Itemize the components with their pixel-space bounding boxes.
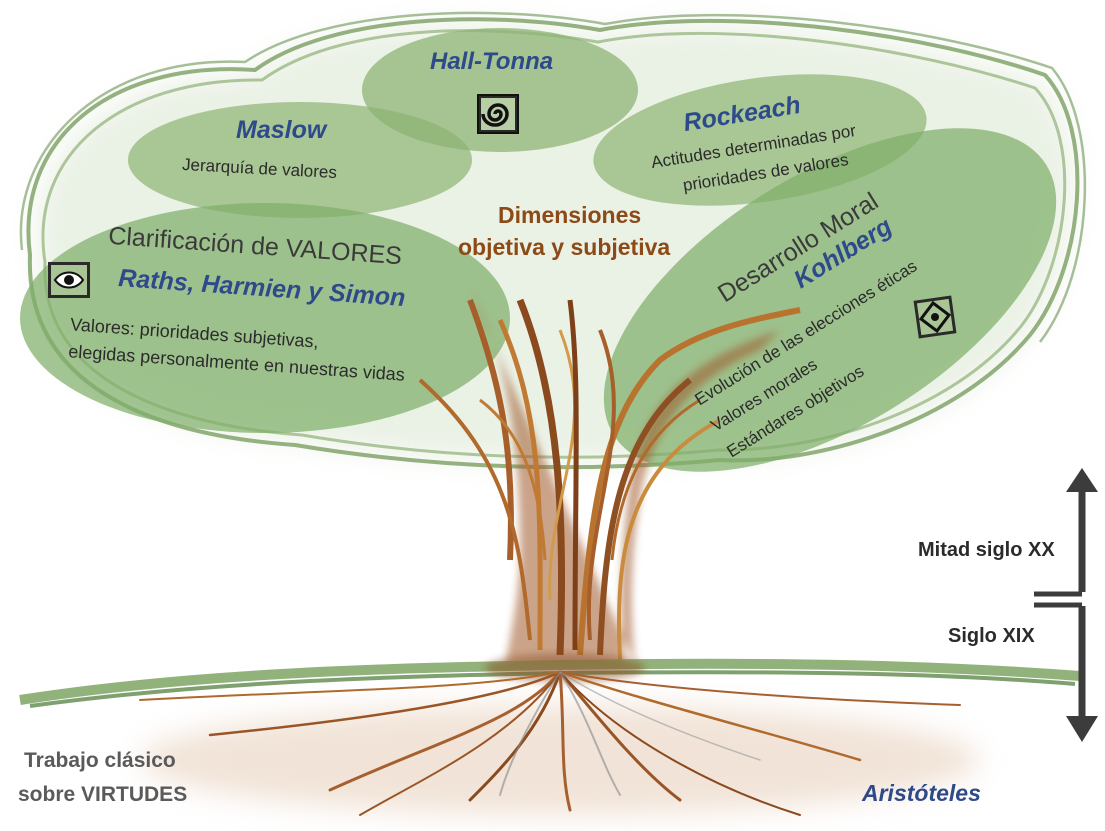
- spiral-icon: [478, 95, 518, 133]
- timeline-upper-label: Mitad siglo XX: [918, 540, 1055, 560]
- hall-tonna-label: Hall-Tonna: [430, 50, 553, 74]
- roots: [140, 672, 980, 815]
- timeline-lower-label: Siglo XIX: [948, 626, 1035, 646]
- center-dimensions-line1: Dimensiones: [498, 204, 641, 227]
- roots-label-line2: sobre VIRTUDES: [18, 784, 187, 805]
- compass-icon: [914, 296, 957, 339]
- timeline-arrow: [1034, 468, 1098, 742]
- eye-icon: [48, 262, 90, 298]
- aristoteles-label: Aristóteles: [862, 782, 981, 805]
- maslow-label: Maslow: [236, 118, 326, 143]
- roots-label-line1: Trabajo clásico: [24, 750, 176, 771]
- center-dimensions-line2: objetiva y subjetiva: [458, 236, 670, 259]
